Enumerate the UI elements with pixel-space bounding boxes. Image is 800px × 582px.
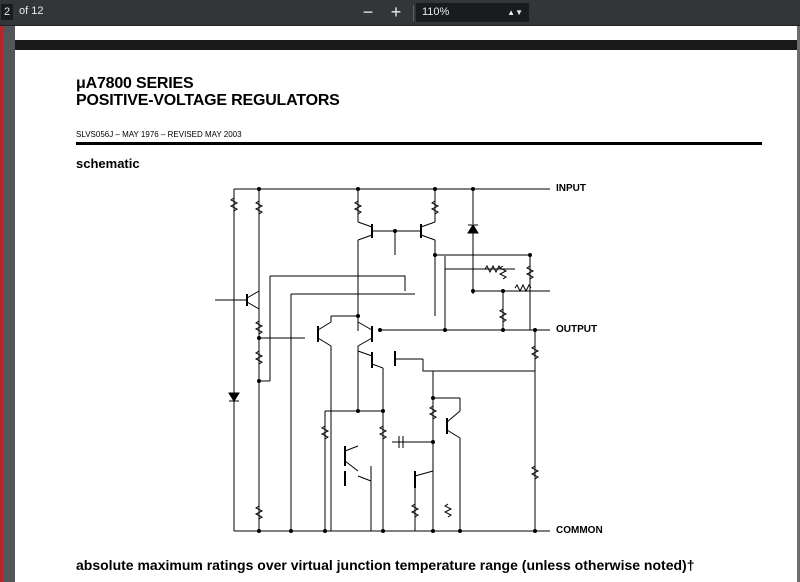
resistor (430, 200, 440, 215)
resistor (498, 265, 508, 280)
resistor (428, 405, 438, 420)
wire (420, 234, 436, 241)
zoom-select[interactable]: 110% ▲▼ (416, 3, 529, 22)
resistor (443, 503, 453, 518)
resistor (498, 308, 508, 323)
resistor (254, 505, 264, 520)
regulator-schematic (215, 187, 550, 533)
title-line-product: POSITIVE-VOLTAGE REGULATORS (76, 92, 340, 109)
wire (414, 470, 434, 477)
input-terminal-label: INPUT (556, 183, 586, 194)
page-count-label: of 12 (19, 5, 44, 17)
section-heading-absolute-max-ratings: absolute maximum ratings over virtual ju… (76, 557, 695, 573)
left-edge-accent (0, 26, 3, 582)
page-number-input[interactable]: 2 (1, 4, 13, 20)
pdf-page: μA7800 SERIES POSITIVE-VOLTAGE REGULATOR… (15, 26, 797, 582)
section-heading-schematic: schematic (76, 156, 140, 171)
wire (357, 234, 373, 241)
resistor (525, 265, 535, 280)
wire (422, 359, 536, 531)
resistor (254, 320, 264, 335)
wire (420, 221, 436, 228)
wire (270, 275, 406, 291)
wire (357, 221, 373, 228)
document-title: μA7800 SERIES POSITIVE-VOLTAGE REGULATOR… (76, 75, 340, 109)
wire (371, 363, 384, 369)
wire (357, 350, 373, 357)
resistor (484, 264, 502, 274)
resistor (353, 200, 363, 215)
zener-diode (467, 224, 479, 234)
header-rule (76, 142, 762, 145)
common-terminal-label: COMMON (556, 525, 603, 536)
resistor (254, 200, 264, 215)
diode (228, 392, 240, 402)
zoom-in-button[interactable]: + (390, 2, 402, 22)
transistor-emitter (246, 301, 260, 310)
pdf-toolbar: 2 of 12 − + 110% ▲▼ (0, 0, 800, 26)
transistor-collector (246, 290, 260, 299)
output-terminal-label: OUTPUT (556, 324, 598, 335)
resistor (320, 425, 330, 440)
resistor (254, 350, 264, 365)
wire (317, 337, 332, 347)
toolbar-divider (413, 5, 414, 21)
wire (357, 321, 373, 331)
wire (357, 337, 373, 347)
wire (446, 429, 461, 439)
resistor (514, 283, 532, 293)
wire (344, 460, 359, 472)
chevron-updown-icon: ▲▼ (507, 8, 523, 17)
wire (344, 445, 359, 452)
zoom-value: 110% (422, 6, 450, 18)
junction-dots (257, 187, 537, 533)
title-line-series: μA7800 SERIES (76, 75, 194, 92)
wire (357, 475, 372, 482)
resistor (530, 465, 540, 480)
wire (317, 321, 332, 331)
resistor (229, 197, 239, 212)
document-revision: SLVS056J – MAY 1976 – REVISED MAY 2003 (76, 130, 242, 139)
page-header-bar (15, 40, 797, 50)
wire (446, 410, 461, 423)
zoom-out-button[interactable]: − (362, 2, 374, 22)
vertical-scrollbar[interactable] (797, 26, 800, 582)
